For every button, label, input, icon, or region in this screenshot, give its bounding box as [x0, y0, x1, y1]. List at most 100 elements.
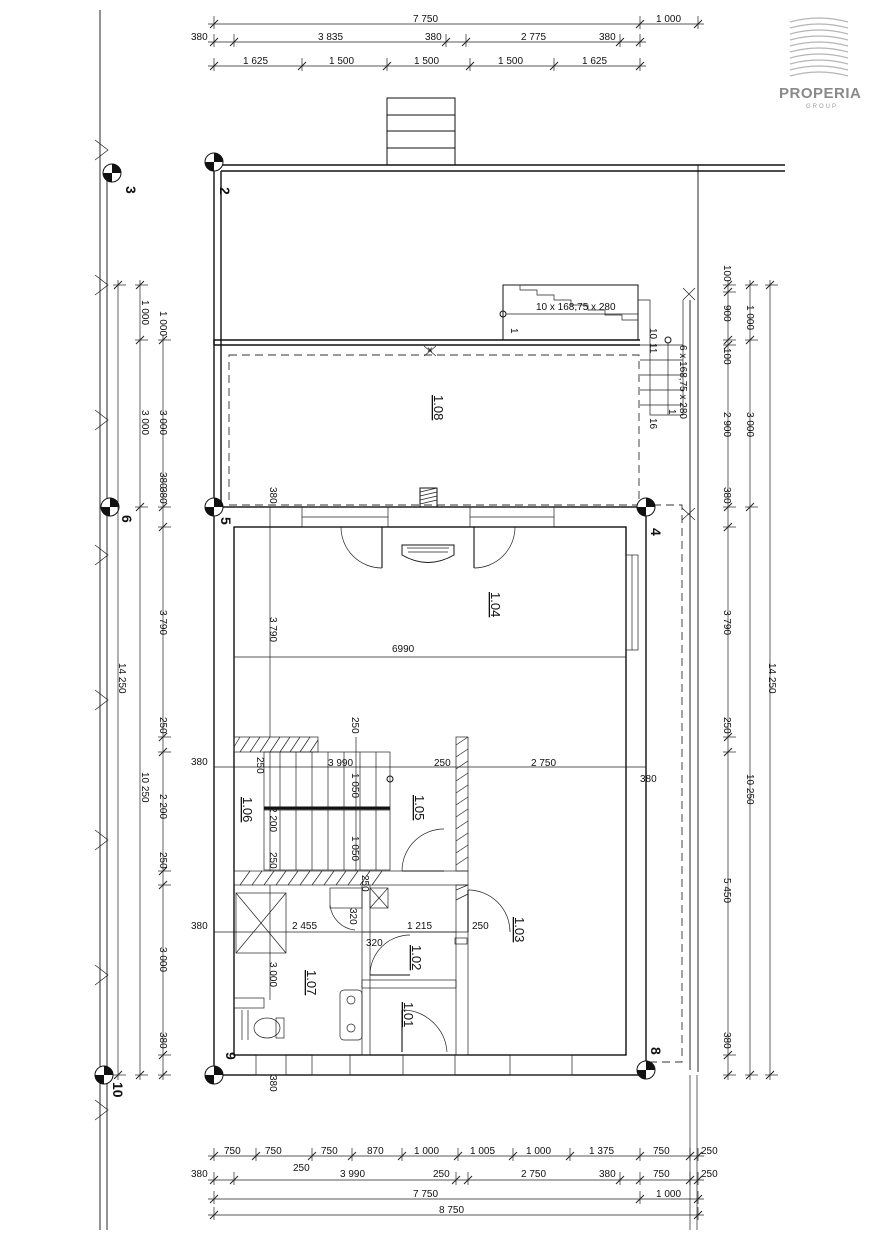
dim-left-3: 3 000 — [157, 410, 168, 435]
dimension-line — [158, 732, 168, 742]
dim-right-4: 2 900 — [721, 412, 732, 437]
dim-inner-250a: 250 — [254, 757, 265, 774]
dim-left-2: 3 000 — [139, 410, 150, 435]
dimension-line — [745, 335, 755, 345]
room-label-1-08: 1.08 — [431, 395, 446, 420]
dashed-eaves — [640, 504, 696, 1063]
room-label-1-05: 1.05 — [412, 795, 427, 820]
dim-top2-2775: 2 775 — [521, 32, 546, 43]
dim-inner-3790: 3 790 — [267, 617, 278, 642]
dimension-line — [209, 61, 219, 71]
dim-right-2: 1 000 — [744, 305, 755, 330]
dim-left-7: 2 200 — [157, 794, 168, 819]
dim-top3-1500a: 1 500 — [329, 56, 354, 67]
terrace-doors — [340, 526, 516, 569]
dimension-line — [635, 19, 645, 29]
dimension-line — [635, 61, 645, 71]
dim-bot3-1: 1 000 — [656, 1189, 681, 1200]
dim-bot4-0: 8 750 — [439, 1205, 464, 1216]
dimension-line — [158, 880, 168, 890]
dimension-line — [723, 280, 733, 290]
dim-left-0: 1 000 — [139, 300, 150, 325]
dim-inner-3000: 3 000 — [267, 962, 278, 987]
plot-fence — [213, 164, 785, 1072]
dim-right-11: 10 250 — [744, 774, 755, 805]
dim-left-11: 10 250 — [139, 772, 150, 803]
dimension-line — [465, 61, 475, 71]
dimension-line — [229, 37, 239, 47]
dim-inner-1a: 1 — [508, 328, 519, 334]
dim-right-9: 5 450 — [721, 878, 732, 903]
svg-text:×: × — [427, 345, 433, 356]
dim-inner-6990: 6990 — [392, 644, 415, 655]
dimension-line — [723, 732, 733, 742]
axis-marker-4 — [636, 497, 656, 517]
dim-bot2-6: 250 — [701, 1169, 718, 1180]
dim-inner-10: 10 — [647, 328, 658, 340]
dimension-line — [397, 1151, 407, 1161]
dimension-line — [209, 1175, 219, 1185]
dimension-line — [685, 1151, 695, 1161]
dim-inner-16: 16 — [647, 418, 658, 430]
dimension-line — [135, 1070, 145, 1080]
dimension-line — [745, 1070, 755, 1080]
dimension-line — [693, 1151, 703, 1161]
dim-right-12: 14 250 — [766, 663, 777, 694]
room-label-1-02: 1.02 — [409, 945, 424, 970]
axis-marker-10 — [94, 1065, 114, 1085]
dim-inner-380r: 380 — [640, 774, 657, 785]
dim-bot1-0: 750 — [224, 1146, 241, 1157]
dimension-line — [723, 747, 733, 757]
dim-top-7750: 7 750 — [413, 14, 438, 25]
dimension-line — [508, 1151, 518, 1161]
dim-inner-250d: 250 — [359, 875, 370, 892]
dimension-line — [209, 1151, 219, 1161]
dim-inner-250: 250 — [434, 758, 451, 769]
axis-marker-5 — [204, 497, 224, 517]
dimension-line — [615, 1175, 625, 1185]
dimension-line — [451, 1175, 461, 1185]
dim-top2-3835: 3 835 — [318, 32, 343, 43]
dim-inner-250b: 250 — [349, 717, 360, 734]
dim-top2-380c: 380 — [599, 32, 616, 43]
dimension-line — [635, 1194, 645, 1204]
dimension-line — [229, 1175, 239, 1185]
dimension-line — [135, 335, 145, 345]
dim-bot1-3: 870 — [367, 1146, 384, 1157]
stair-spec-side: 6 x 168,75 x 280 — [677, 345, 688, 419]
entrance-steps — [386, 97, 456, 166]
properia-logo: PROPERIA GROUP — [779, 17, 861, 110]
dimension-line — [635, 1151, 645, 1161]
room-label-1-06: 1.06 — [240, 797, 255, 822]
dimension-line — [307, 1151, 317, 1161]
dimension-line — [765, 1070, 775, 1080]
interior-dimension-lines — [214, 507, 646, 1000]
dimension-line — [158, 502, 168, 512]
axis-marker-3 — [102, 163, 122, 183]
dimension-line — [209, 1210, 219, 1220]
room-labels: 1.08 1.04 1.06 1.05 1.03 1.02 1.07 1.01 — [240, 395, 527, 1027]
dim-inner-380: 380 — [267, 487, 278, 504]
dim-left-4: 380 — [157, 487, 168, 504]
dim-bot1-6: 1 000 — [526, 1146, 551, 1157]
dim-inner-320a: 320 — [347, 908, 358, 925]
dimension-line — [723, 1070, 733, 1080]
dim-top3-1500b: 1 500 — [414, 56, 439, 67]
dimension-line — [113, 280, 123, 290]
dimension-line — [723, 287, 733, 297]
dimension-line — [635, 1175, 645, 1185]
site-boundary-lines — [94, 10, 698, 1230]
dim-inner-1050b: 1 050 — [349, 836, 360, 861]
dim-left-5: 3 790 — [157, 610, 168, 635]
dim-bot2-4: 380 — [599, 1169, 616, 1180]
axis-markers: 3 2 6 5 4 10 9 8 — [94, 152, 664, 1098]
dim-bot1b-0: 250 — [293, 1163, 310, 1174]
dim-right-7: 3 790 — [721, 610, 732, 635]
axis-label-9: 9 — [223, 1052, 239, 1060]
axis-label-3: 3 — [123, 186, 139, 194]
dim-bot2-2: 250 — [433, 1169, 450, 1180]
axis-marker-9 — [204, 1065, 224, 1085]
dimension-line — [549, 61, 559, 71]
dim-bot1-1: 750 — [265, 1146, 282, 1157]
dim-top2-380b: 380 — [425, 32, 442, 43]
